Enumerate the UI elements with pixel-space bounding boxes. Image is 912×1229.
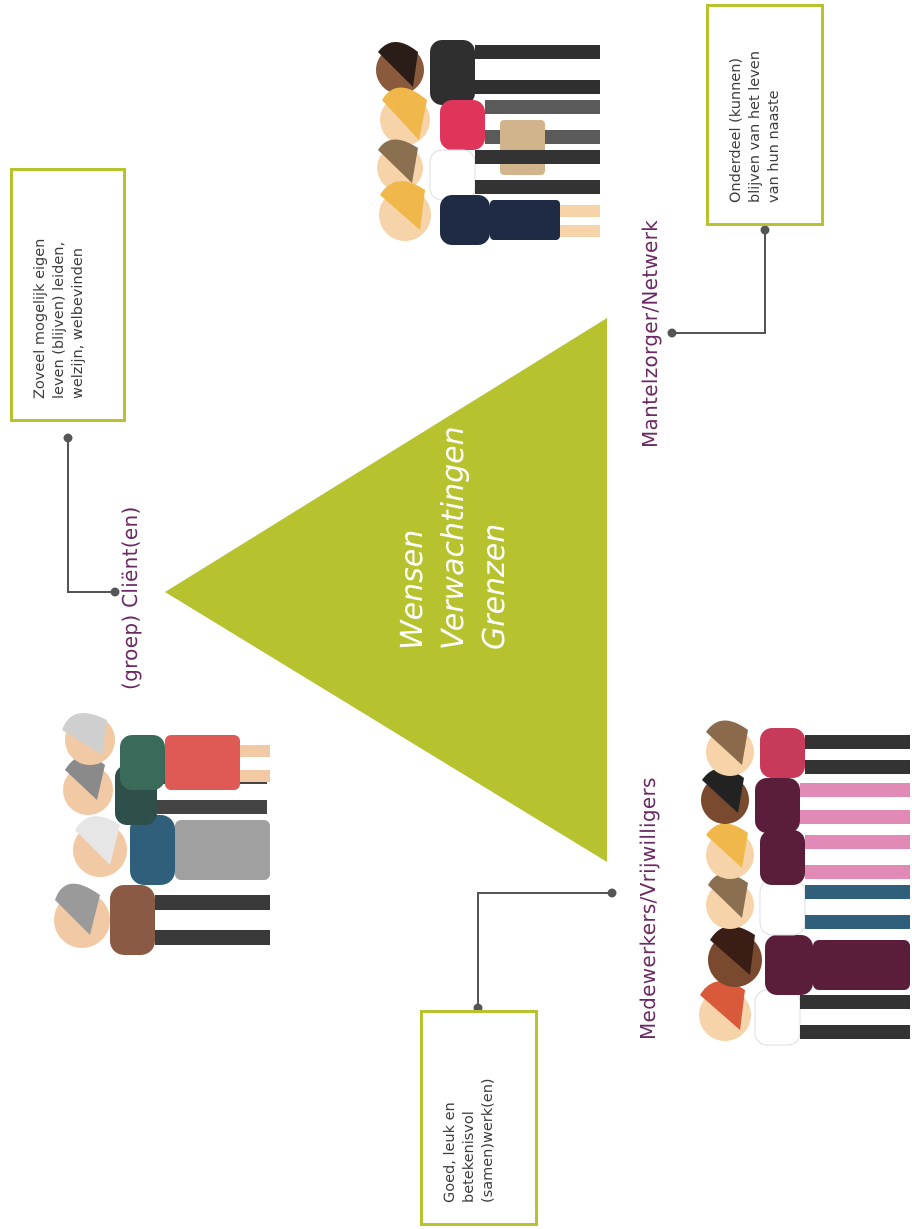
clients-note-line: welzijn, welbevinden	[70, 248, 86, 399]
clients-note-line: leven (blijven) leiden,	[51, 241, 67, 399]
staff-note-line: (samen)werk(en)	[480, 1078, 496, 1203]
clients-label: (groep) Cliënt(en)	[118, 506, 142, 690]
connector-clients	[63, 433, 120, 597]
caregivers-label: Mantelzorger/Netwerk	[638, 219, 662, 448]
triangle-text: Wensen Verwachtingen Grenzen	[395, 426, 512, 650]
caregivers-note-line: blijven van het leven	[747, 51, 763, 203]
caregivers-note-line: Onderdeel (kunnen)	[728, 57, 744, 203]
clients-note-box: Zoveel mogelijk eigen leven (blijven) le…	[10, 168, 126, 422]
clients-illustration	[54, 712, 270, 955]
staff-illustration	[699, 720, 910, 1046]
staff-note-text: Goed, leuk en betekenisvol (samen)werk(e…	[441, 1078, 498, 1203]
connector-caregivers	[667, 225, 770, 338]
caregivers-illustration	[376, 40, 600, 245]
staff-note-line: betekenisvol	[461, 1111, 477, 1203]
caregivers-note-box: Onderdeel (kunnen) blijven van het leven…	[706, 4, 824, 226]
central-triangle	[165, 318, 607, 862]
staff-note-box: Goed, leuk en betekenisvol (samen)werk(e…	[420, 1010, 538, 1226]
staff-label: Medewerkers/Vrijwilligers	[636, 777, 660, 1040]
triangle-line-1: Wensen	[395, 529, 430, 650]
staff-note-line: Goed, leuk en	[442, 1102, 458, 1203]
clients-note-line: Zoveel mogelijk eigen	[32, 238, 48, 399]
caregivers-note-text: Onderdeel (kunnen) blijven van het leven…	[727, 51, 784, 203]
caregivers-note-line: van hun naaste	[766, 90, 782, 203]
triangle-line-2: Verwachtingen	[436, 426, 471, 650]
connector-staff	[473, 888, 617, 1013]
clients-note-text: Zoveel mogelijk eigen leven (blijven) le…	[31, 239, 88, 399]
triangle-line-3: Grenzen	[477, 523, 512, 650]
